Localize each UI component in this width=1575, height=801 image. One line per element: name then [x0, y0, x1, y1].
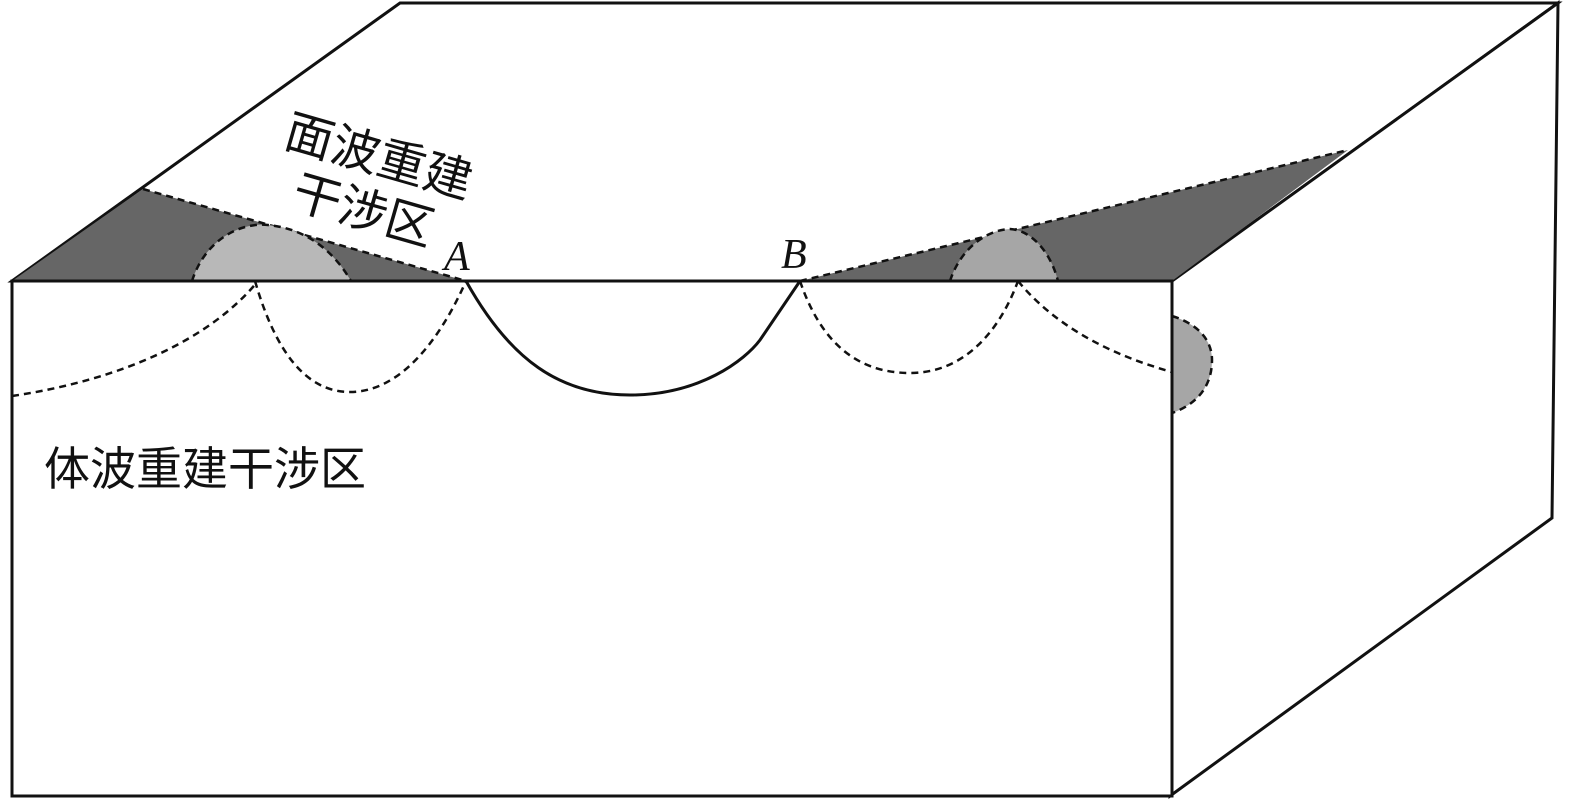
left-light-lobe-outline — [190, 223, 353, 282]
front-face — [10, 279, 1174, 798]
body-zone-label: 体波重建干涉区 — [44, 442, 366, 496]
body-wave-path-left-long — [11, 280, 259, 398]
point-b-label: B — [781, 232, 807, 278]
direct-path-a-b — [464, 280, 802, 397]
side-face-lobe-outline — [1171, 314, 1214, 415]
body-wave-path-right-arc — [798, 280, 1020, 375]
right-medium-lobe-outline — [948, 227, 1060, 282]
right-surface-zone-boundary — [799, 148, 1349, 283]
body-wave-path-right-long — [1017, 280, 1173, 374]
left-surface-zone-boundary — [142, 187, 467, 283]
point-a-label: A — [441, 234, 470, 280]
side-face-lobe — [1172, 316, 1212, 413]
left-light-lobe — [192, 224, 351, 281]
body-wave-path-left-arc — [253, 280, 468, 394]
